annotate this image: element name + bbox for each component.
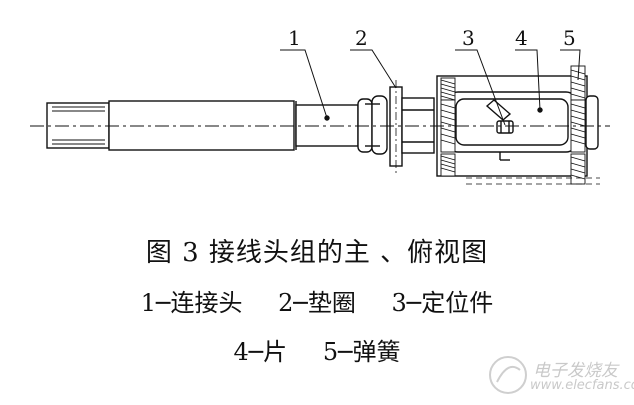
legend-row-2: 4─片 5─弹簧 [0,332,634,367]
spring-left-top [440,77,456,101]
collar [401,97,435,154]
legend-item-washer: 2─垫圈 [278,289,356,317]
part-label-3: 3 [462,26,475,50]
spring-right-bottom [570,153,586,185]
legend-item-positioning-piece: 3─定位件 [391,289,494,317]
watermark-logo-icon [489,356,527,394]
part-label-4: 4 [515,26,528,50]
part-label-2: 2 [355,26,368,50]
leader-4 [515,49,541,111]
leader-1 [280,49,328,119]
connector-head-body [108,100,295,151]
leader-lines [280,49,581,126]
blade-slot [485,99,512,121]
part-label-5: 5 [563,26,576,50]
watermark-name: 电子发烧友 [533,361,618,381]
hex-nut [357,98,373,153]
connector-head-neck [295,104,359,147]
leader-3 [455,49,506,126]
legend-item-blade: 4─片 [233,338,288,366]
leader-2 [350,49,397,89]
legend-item-connector-head: 1─连接头 [140,289,243,317]
spring-left-bottom [440,153,456,177]
watermark-url: www.elecfans.com [530,378,634,393]
spring-right-mid [570,99,586,153]
threaded-end [46,102,110,149]
figure-caption: 图 3 接线头组的主 、俯视图 [145,238,489,268]
legend-item-spring: 5─弹簧 [322,338,401,366]
positioning-pin [496,120,514,134]
leader-5 [560,49,581,81]
thread-hatch [52,106,105,145]
spring-right-top [570,65,586,101]
part-label-1: 1 [288,26,301,50]
legend-row-1: 1─连接头 2─垫圈 3─定位件 [0,283,634,318]
